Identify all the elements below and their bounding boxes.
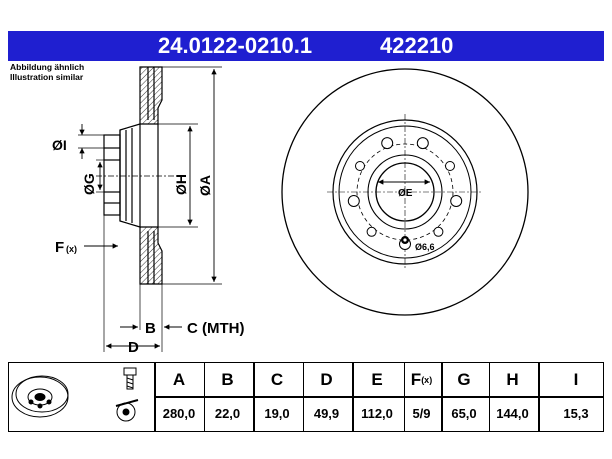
bolt-hole <box>450 195 463 207</box>
label-dim-D: D <box>128 339 139 356</box>
column-value-I: 15,3 <box>563 406 589 421</box>
label-dim-B: B <box>145 320 156 337</box>
part-number: 24.0122-0210.1 <box>158 33 313 58</box>
column-header-I: I <box>573 370 579 389</box>
label-dim-F: F <box>55 239 64 256</box>
column-value-A: 280,0 <box>162 406 196 421</box>
column-header-A: A <box>172 370 186 389</box>
label-dim-I: ØI <box>52 137 67 153</box>
label-dim-E: ØE <box>398 188 413 199</box>
column-value-D: 49,9 <box>313 406 340 421</box>
column-header-F: F(x) <box>410 370 433 389</box>
bolt-hole <box>433 226 444 237</box>
label-dim-G: ØG <box>81 173 97 195</box>
header-bar: 24.0122-0210.1 422210 <box>8 31 604 61</box>
dimensions-table: A 280,0 B 22,0 C 19,0 D 49,9 E 112,0 F(x) 5/9 G 65,0 H… <box>8 362 604 432</box>
brake-disc-icon <box>11 375 69 418</box>
bolt-hole <box>355 161 365 171</box>
bolt-icon <box>123 367 137 390</box>
note-line-en: Illustration similar <box>10 72 84 82</box>
label-dim-C: C (MTH) <box>187 320 244 337</box>
bolt-hole <box>347 195 360 207</box>
bolt-hole <box>445 161 455 171</box>
illustration-note: Abbildung ähnlich Illustration similar <box>10 62 84 82</box>
side-section-view <box>78 66 222 352</box>
bolt-hole <box>416 137 429 150</box>
column-header-G: G <box>457 370 471 389</box>
column-header-D: D <box>320 370 333 389</box>
column-value-G: 65,0 <box>451 406 477 421</box>
column-header-B: B <box>221 370 234 389</box>
column-value-B: 22,0 <box>214 406 241 421</box>
column-value-H: 144,0 <box>496 406 529 421</box>
reference-number: 422210 <box>380 33 454 58</box>
bolt-hole <box>366 226 377 237</box>
column-value-F: 5/9 <box>412 406 431 421</box>
label-dim-F-sub: (x) <box>66 244 77 254</box>
column-header-E: E <box>371 370 383 389</box>
wheel-bolt-icon <box>115 399 139 422</box>
column-value-C: 19,0 <box>264 406 290 421</box>
note-line-de: Abbildung ähnlich <box>10 62 85 72</box>
column-value-E: 112,0 <box>361 406 393 421</box>
bolt-hole <box>381 137 394 150</box>
label-dim-A: ØA <box>197 175 213 196</box>
outer-rim <box>281 68 529 316</box>
label-bolt-hole: Ø6,6 <box>415 242 435 252</box>
label-dim-H: ØH <box>173 174 189 195</box>
column-header-H: H <box>506 370 519 389</box>
front-view <box>281 68 529 316</box>
column-header-C: C <box>270 370 284 389</box>
